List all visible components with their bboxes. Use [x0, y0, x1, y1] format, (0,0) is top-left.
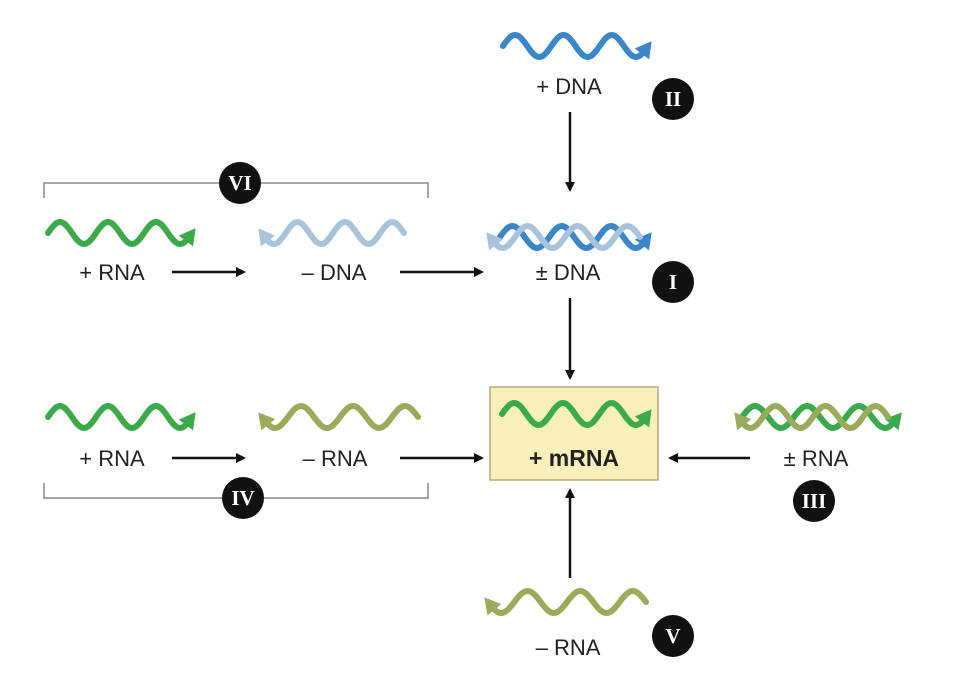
strand-plus-dna-top	[500, 31, 652, 61]
badge-class-vi: VI	[219, 162, 261, 204]
badge-class-i: I	[652, 261, 694, 303]
strand-plus-rna-vi	[45, 218, 196, 248]
label-minus-rna-iv: – RNA	[303, 446, 368, 471]
badge-label-iii: III	[802, 489, 827, 513]
strand-plus-rna-iv	[45, 402, 196, 432]
strand-minus-rna-v	[484, 587, 649, 617]
label-plus-rna-vi: + RNA	[79, 260, 145, 285]
label-minus-dna: – DNA	[302, 260, 367, 285]
strand-pm-dna	[486, 222, 652, 252]
strand-pm-rna	[734, 402, 902, 432]
label-mrna: + mRNA	[529, 445, 619, 471]
badge-label-iv: IV	[231, 486, 254, 510]
badge-class-iv: IV	[222, 477, 264, 519]
label-plus-dna: + DNA	[536, 74, 602, 99]
label-pm-dna: ± DNA	[536, 260, 601, 285]
strand-minus-rna-iv	[258, 402, 421, 432]
strand-minus-dna	[258, 218, 407, 248]
badge-label-vi: VI	[228, 171, 251, 195]
badge-class-v: V	[652, 615, 694, 657]
badge-label-ii: II	[665, 87, 681, 111]
badge-class-ii: II	[652, 78, 694, 120]
label-minus-rna-v: – RNA	[536, 635, 601, 660]
label-plus-rna-iv: + RNA	[79, 446, 145, 471]
badge-label-v: V	[665, 624, 680, 648]
badge-class-iii: III	[793, 480, 835, 522]
strand-mrna	[499, 399, 652, 429]
badge-label-i: I	[669, 270, 677, 294]
label-pm-rna: ± RNA	[784, 446, 849, 471]
